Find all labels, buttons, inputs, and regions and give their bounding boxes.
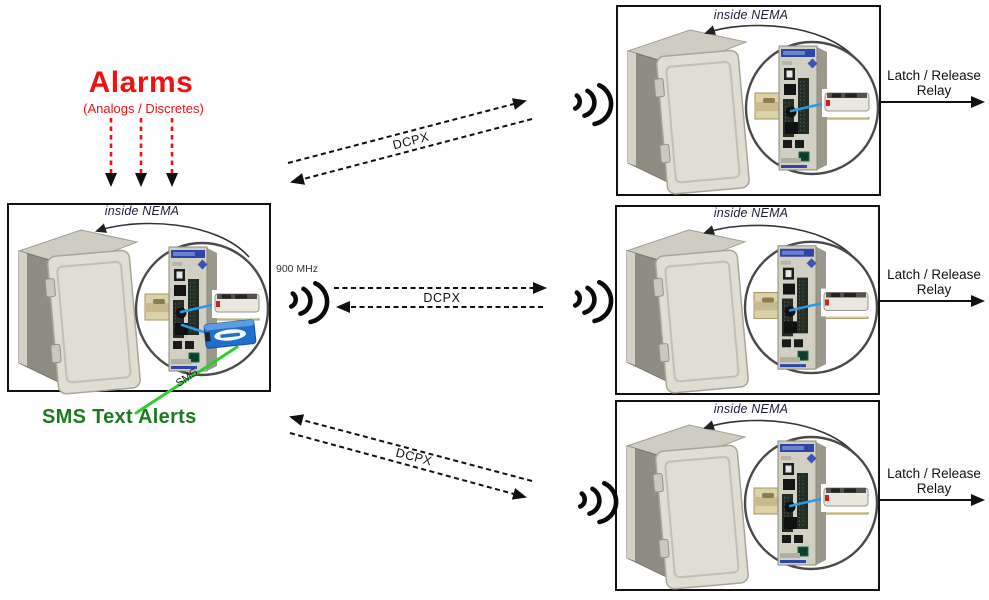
dcpx-link-top <box>287 98 533 185</box>
inside-nema-label-1: inside NEMA <box>713 8 789 22</box>
remote-nema-box-1 <box>616 5 881 196</box>
inside-nema-pointer-arrow <box>703 419 856 455</box>
inside-nema-label-3: inside NEMA <box>713 402 789 416</box>
relay-label-2: Latch / Release Relay <box>887 267 981 298</box>
wireless-signal-icon <box>282 277 326 325</box>
remote-unit-graphic-3 <box>626 419 879 591</box>
wireless-signal-icon <box>566 79 610 127</box>
alarms-title: Alarms <box>88 66 194 99</box>
master-unit-graphic <box>18 222 270 396</box>
dcpx-link-middle <box>334 282 547 313</box>
wireless-signal-icon <box>571 477 615 525</box>
frequency-label: 900 MHz <box>276 263 319 275</box>
sms-text-alerts-label: SMS Text Alerts <box>42 406 197 428</box>
inside-nema-pointer-arrow <box>704 24 857 60</box>
dcpx-label-middle: DCPX <box>423 291 461 305</box>
relay-label-3: Latch / Release Relay <box>887 466 981 497</box>
alarms-subtitle: (Analogs / Discretes) <box>83 101 204 116</box>
enclosure-graphic <box>18 229 142 396</box>
remote-unit-graphic-2 <box>626 224 879 395</box>
device-closeup-graphic <box>743 435 879 571</box>
enclosure-graphic <box>626 424 750 591</box>
relay-arrow-3 <box>880 494 985 506</box>
enclosure-graphic <box>626 228 750 395</box>
device-closeup-graphic <box>744 40 880 176</box>
enclosure-graphic <box>627 29 751 196</box>
sms-line <box>134 345 239 415</box>
remote-unit-graphic-1 <box>627 24 880 196</box>
relay-arrow-1 <box>880 96 985 108</box>
inside-nema-pointer-arrow <box>703 224 856 260</box>
inside-nema-label-2: inside NEMA <box>713 206 789 220</box>
inside-nema-label-master: inside NEMA <box>104 204 180 218</box>
remote-nema-box-3 <box>615 400 880 591</box>
inside-nema-pointer-arrow <box>95 222 250 258</box>
remote-nema-box-2 <box>615 205 880 395</box>
wireless-signal-icon <box>566 276 610 324</box>
relay-arrow-2 <box>880 295 985 307</box>
cellular-modem-graphic <box>180 319 257 349</box>
alarm-flow-arrows <box>105 118 178 187</box>
relay-label-1: Latch / Release Relay <box>887 68 981 99</box>
device-closeup-graphic <box>743 240 879 375</box>
master-nema-box <box>7 203 271 396</box>
dcpx-link-bottom <box>289 414 533 500</box>
